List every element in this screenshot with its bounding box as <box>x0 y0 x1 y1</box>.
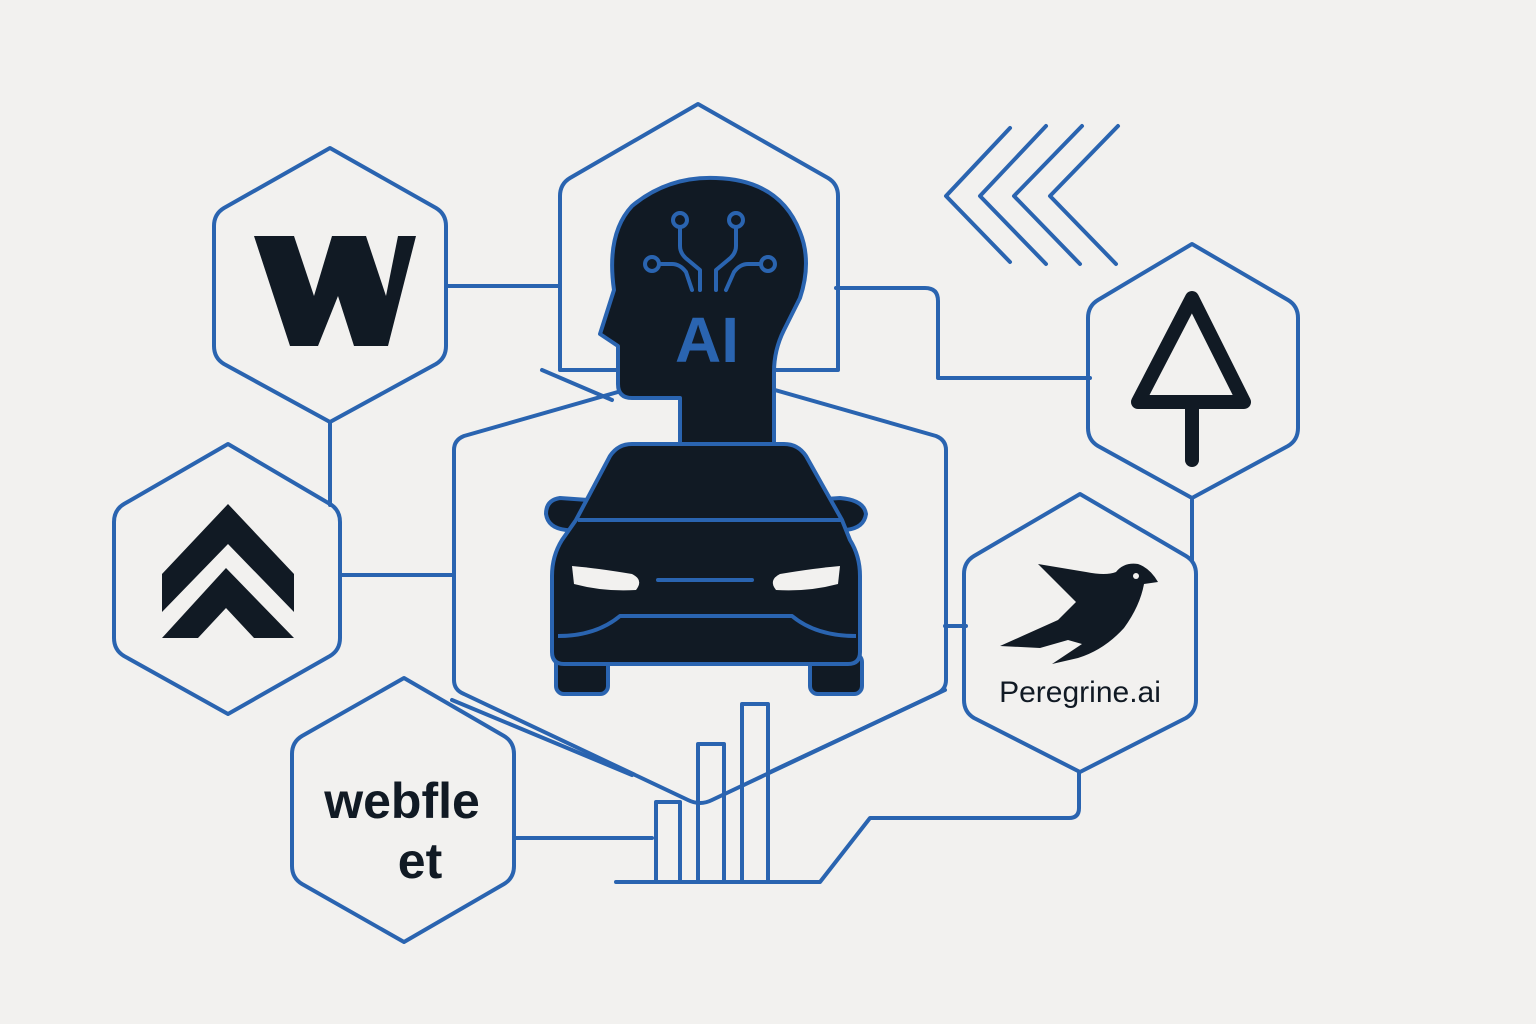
peregrine-label: Peregrine.ai <box>999 676 1161 709</box>
ai-head-silhouette <box>598 175 808 446</box>
circuit-nodes <box>643 211 777 273</box>
peregrine-logo: Peregrine.ai <box>999 563 1161 709</box>
car-body <box>550 442 862 666</box>
car-headlight-right <box>772 566 840 591</box>
webfleet-logo: webfle et <box>323 773 480 889</box>
bar-chart-bar-3 <box>740 702 770 884</box>
connector-car-to-chart-left-lower <box>450 698 634 777</box>
hex-chevron-logo <box>112 442 342 716</box>
hex-peregrine <box>962 492 1198 774</box>
bar-chart-bar-2 <box>696 742 726 884</box>
hex-tree-logo <box>1086 242 1300 500</box>
double-chevron-up-logo-icon <box>162 504 294 638</box>
bar-chart-bar-1 <box>654 800 682 884</box>
ai-head-label: AI <box>675 304 739 376</box>
w-letter-logo-icon <box>254 236 416 346</box>
circuit-traces <box>654 222 766 292</box>
webfleet-label-line2: et <box>398 833 443 889</box>
bar-chart-icon <box>654 702 770 884</box>
peregrine-bird-icon <box>1000 563 1158 664</box>
car-front-icon <box>544 442 868 696</box>
triangle-tree-logo-icon <box>1131 291 1251 467</box>
hex-w-logo <box>212 146 448 424</box>
peregrine-eye <box>1133 573 1139 579</box>
speed-chevron-lines-icon <box>944 124 1120 266</box>
car-bumper-line <box>557 614 857 638</box>
connector-peregrine-to-chart <box>614 770 1081 884</box>
hex-webfleet <box>290 676 516 944</box>
connector-ai-to-tree <box>834 286 1092 380</box>
webfleet-label-line1: webfle <box>323 773 480 829</box>
ai-brain-circuit-icon: AI <box>598 175 808 446</box>
car-headlight-left <box>572 566 640 591</box>
